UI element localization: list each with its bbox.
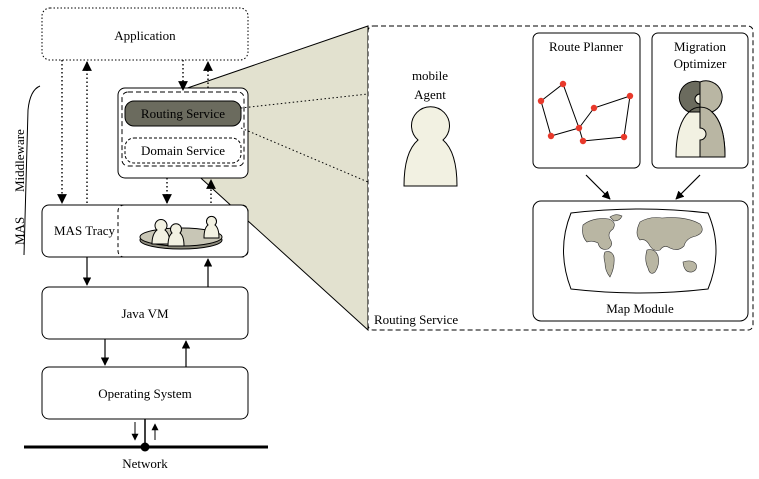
connector-to-agent-top (240, 93, 369, 109)
puzzle-agent-icon (675, 80, 726, 158)
mas-tracy-box: MAS Tracy (41, 204, 249, 258)
application-box: Application (41, 7, 249, 61)
route-planner-label: Route Planner (549, 39, 624, 54)
mobile-agent-label-1: mobile (412, 68, 448, 83)
domain-service-label: Domain Service (141, 143, 225, 158)
mas-tracy-label: MAS Tracy (54, 223, 116, 238)
route-graph-icon (537, 80, 634, 145)
network-bus: Network (24, 419, 268, 471)
arrow-route-to-map (585, 174, 611, 200)
connector-to-agent-bottom (240, 127, 369, 183)
operating-system-label: Operating System (98, 386, 192, 401)
agent-platform-icon (139, 216, 223, 250)
world-map-icon (563, 208, 717, 294)
routing-service-box: Routing Service (124, 100, 242, 127)
domain-service-box: Domain Service (124, 137, 242, 164)
routing-service-label: Routing Service (141, 106, 225, 121)
java-vm-box: Java VM (41, 286, 249, 340)
migration-optimizer-label-2: Optimizer (674, 56, 727, 71)
operating-system-box: Operating System (41, 366, 249, 420)
map-module-label: Map Module (606, 301, 674, 316)
migration-optimizer-label-1: Migration (674, 39, 726, 54)
application-label: Application (114, 28, 176, 43)
mobile-agent-icon (403, 106, 458, 187)
network-label: Network (122, 456, 168, 471)
service-group (121, 91, 245, 167)
mas-label: MAS (12, 217, 27, 245)
arrow-migration-to-map (675, 174, 701, 200)
migration-optimizer-box: Migration Optimizer (651, 32, 749, 169)
panel-caption: Routing Service (374, 312, 458, 327)
side-brace (23, 85, 41, 256)
java-vm-label: Java VM (121, 306, 169, 321)
middleware-label: Middleware (12, 129, 27, 192)
mobile-agent-label-2: Agent (414, 87, 446, 102)
map-module-box: Map Module (532, 200, 749, 322)
route-planner-box: Route Planner (532, 32, 641, 169)
